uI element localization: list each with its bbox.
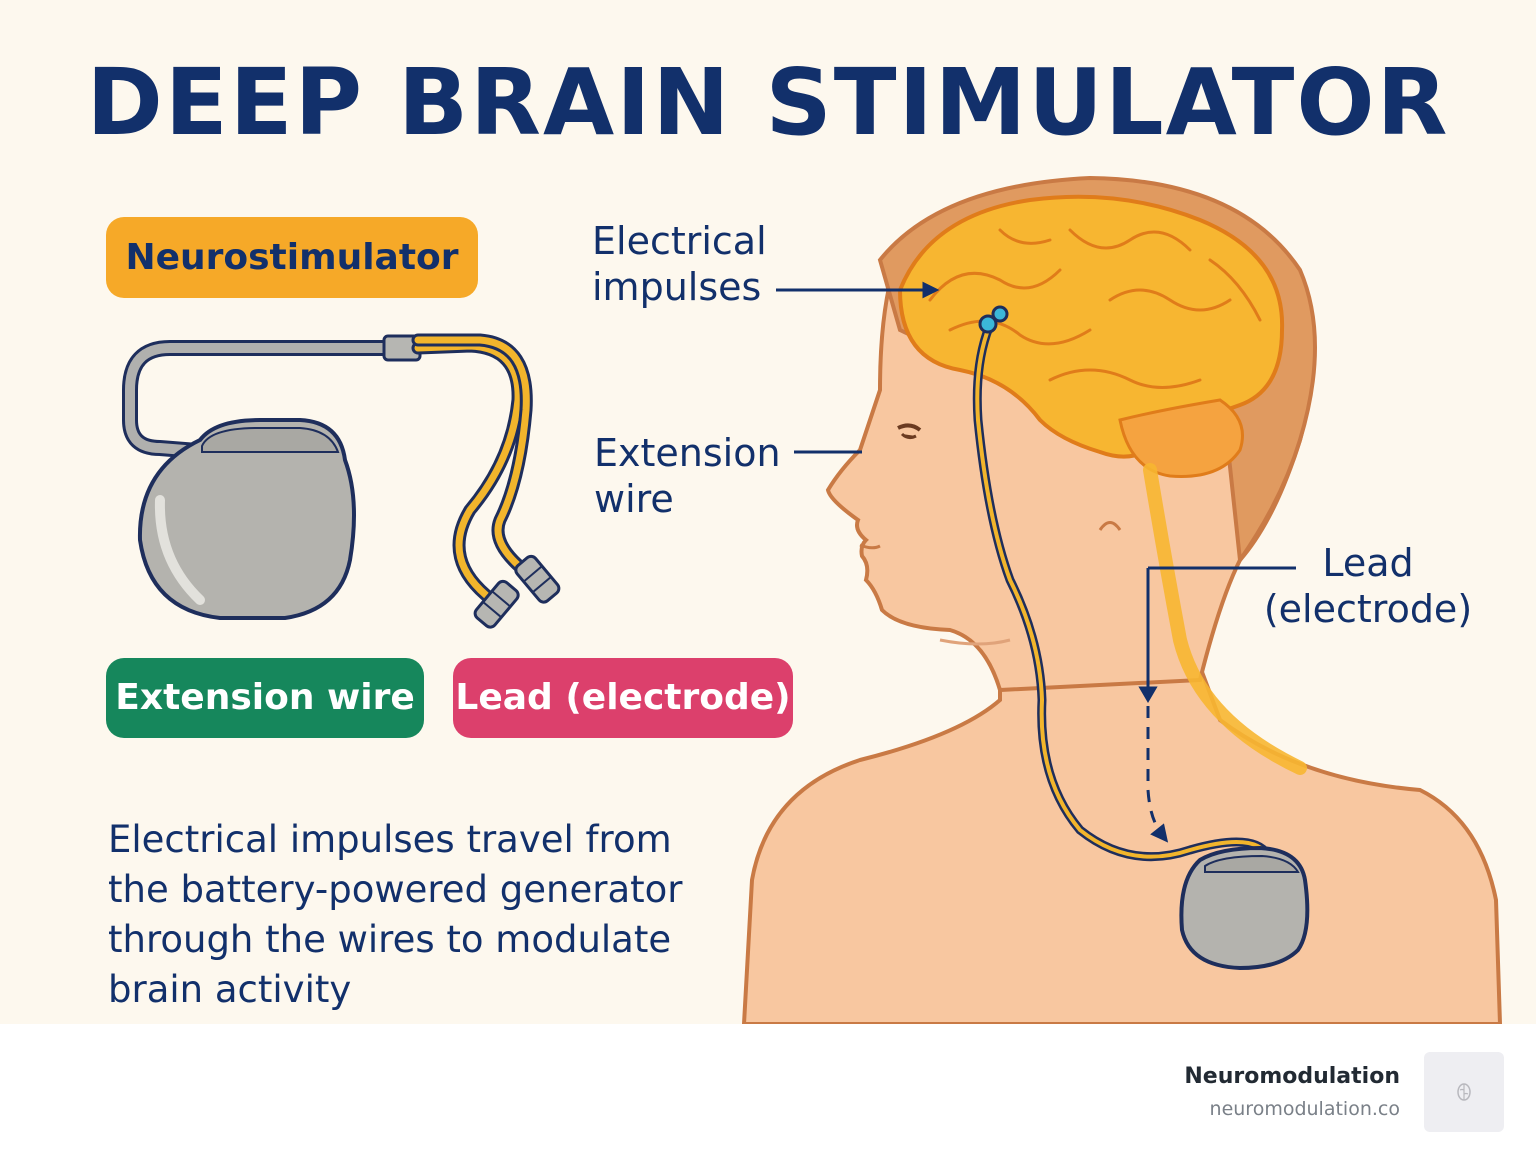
device-extension-wire [411,339,525,607]
neurostimulator-label: Neurostimulator [106,217,478,298]
brand-name[interactable]: Neuromodulation [1184,1064,1400,1089]
brain [897,194,1285,459]
extension-wire-label: Extension wire [106,658,424,738]
torso [741,638,1503,1024]
page-title: DEEP BRAIN STIMULATOR [86,49,1450,156]
electrical-impulses-callout: Electrical impulses [592,219,767,309]
illustration-artwork [122,175,1503,1024]
extension-wire-callout: Extension wire [594,431,781,521]
brand-url[interactable]: neuromodulation.co [1209,1098,1400,1120]
lead-electrode-callout: Lead (electrode) [1263,541,1473,631]
brain-logo-icon [1457,1083,1471,1101]
device-generator-body [137,418,356,620]
explanation-caption: Electrical impulses travel from the batt… [108,818,683,1011]
illustration-panel: DEEP BRAIN STIMULATOR Neurostimulator Ex… [0,0,1536,1024]
spinal-cord [1143,463,1307,775]
neurostimulator-device-illustration [122,333,561,629]
patient-illustration [741,175,1503,1024]
brand-logo[interactable] [1424,1052,1504,1132]
implanted-generator [1179,845,1310,971]
callout-lines [776,281,1296,843]
lead-electrode-label: Lead (electrode) [453,658,793,738]
